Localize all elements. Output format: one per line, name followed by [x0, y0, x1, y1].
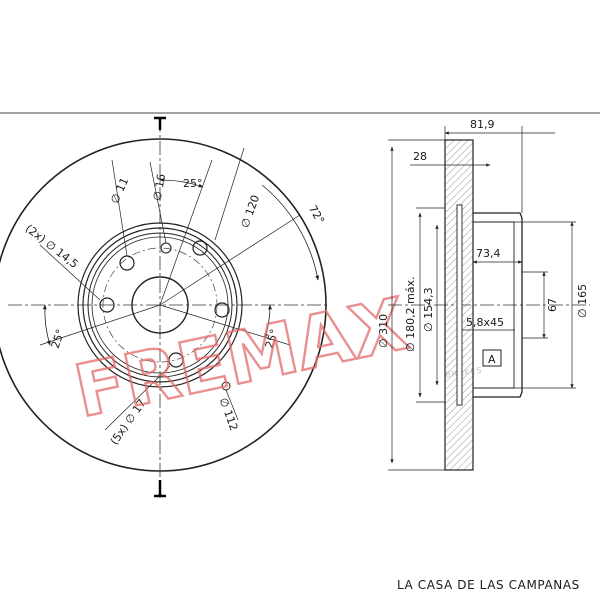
leader-dia-17 [104, 365, 171, 431]
center-bore [131, 276, 189, 334]
angle-left-label: 25° [49, 328, 67, 351]
bolt-hole [192, 240, 208, 256]
dia-120-label: ∅ 120 [238, 193, 262, 229]
disc-outer-edge [0, 138, 327, 472]
bolt-hole [168, 352, 184, 368]
bolt-hole [214, 302, 230, 318]
angle-arc-left [42, 304, 51, 346]
angle-arc-lower-right [264, 304, 272, 339]
dia-11-label: ∅ 11 [108, 176, 131, 206]
hat-inner-wall [473, 221, 515, 389]
angle-ray-left [39, 304, 161, 346]
dia-165-label: ∅ 165 [576, 284, 589, 318]
leader-dia-11 [111, 159, 128, 257]
hat-ring-inner [87, 232, 233, 378]
side-view [388, 126, 590, 471]
width-81-9-label: 81,9 [470, 118, 495, 131]
detail-a-label: A [488, 353, 496, 366]
dia-310-label: ∅ 310 [377, 314, 390, 348]
front-view [0, 116, 330, 498]
hat-ring-step [91, 236, 229, 374]
angle-ray-right [159, 214, 301, 306]
section-marker-bottom [154, 480, 166, 498]
chamfer-label: 5,8x45 [466, 316, 504, 329]
hat-section-outline [473, 212, 523, 398]
angle-right-label: 72° [306, 203, 327, 226]
section-marker-top [154, 116, 166, 130]
hat-ring-outer [82, 227, 238, 383]
height-67-label: 67 [546, 298, 559, 312]
leader-dia-14-5 [39, 244, 101, 301]
angle-arc-right [261, 184, 320, 281]
fremax-watermark: FREMAX BRAKES [66, 280, 483, 435]
disc-friction-inner [77, 222, 243, 388]
bolt-hole [119, 255, 135, 271]
leader-dia-112 [225, 389, 239, 421]
width-28-label: 28 [413, 150, 427, 163]
bolt-hole [99, 297, 115, 313]
leader-dia-120 [214, 147, 245, 241]
shop-name: LA CASA DE LAS CAMPANAS [397, 578, 580, 592]
leader-dia-16 [149, 161, 167, 244]
dia-16-label: ∅ 16 [151, 173, 169, 202]
detail-a-box [482, 349, 502, 367]
dia-14-5-label: (2x) ∅ 14,5 [23, 222, 81, 271]
watermark-brand: FREMAX [68, 282, 415, 434]
angle-lower-right-label: 25° [263, 328, 281, 351]
dia-154-3-label: ∅ 154,3 [422, 287, 435, 332]
angle-top-label: 25° [183, 177, 203, 190]
dia-180-2-label: ∅ 180,2 máx. [404, 276, 417, 352]
width-73-4-label: 73,4 [476, 247, 501, 260]
vent-slots [456, 204, 463, 406]
angle-arc-top [159, 178, 204, 188]
